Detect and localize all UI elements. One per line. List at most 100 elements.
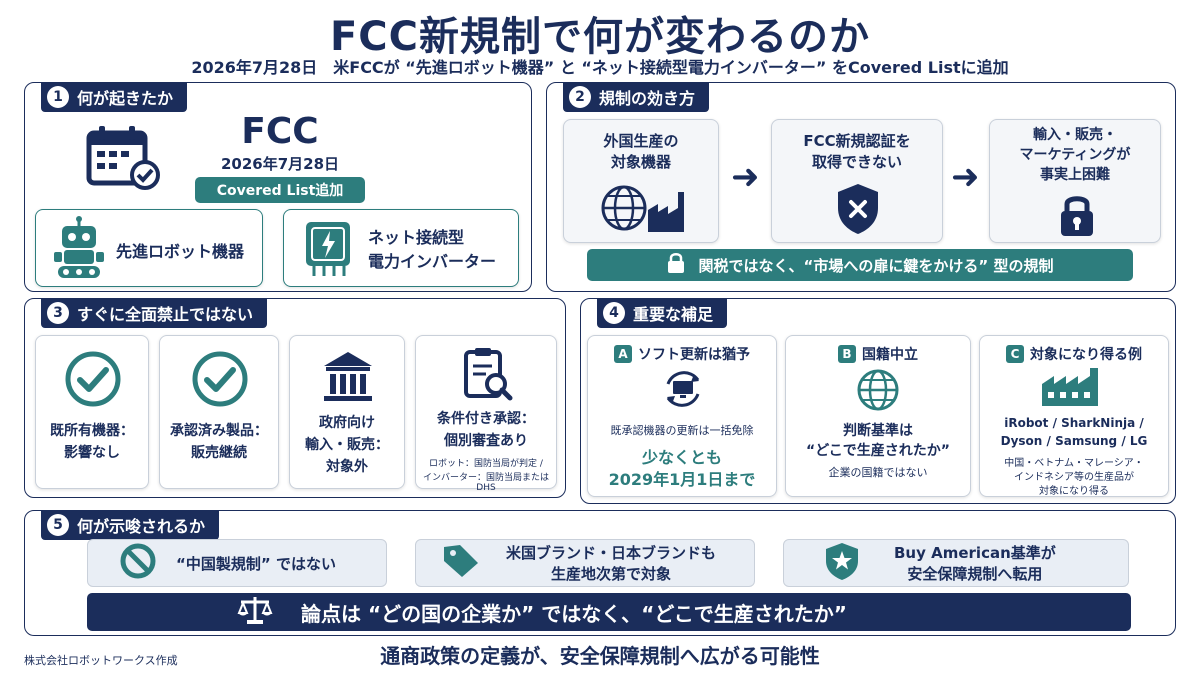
agency-name: FCC [241, 111, 319, 152]
box3-line1: 輸入・販売・ [1033, 127, 1117, 143]
section-number: 5 [47, 514, 69, 536]
event-date: 2026年7月28日 [220, 155, 340, 173]
nationality-neutral-card: B 国籍中立 判断基準は “どこで生産されたか” 企業の国籍ではない [785, 335, 971, 497]
card4-note1: ロボット：国防当局が判定 / [429, 459, 543, 469]
section-2-header: 2 規制の効き方 [563, 82, 710, 112]
no-certification-box: FCC新規認証を 取得できない [771, 119, 943, 243]
government-card: 政府向け 輸入・販売： 対象外 [289, 335, 405, 489]
owned-devices-card: 既所有機器： 影響なし [35, 335, 149, 489]
box1-line2: 対象機器 [610, 153, 671, 171]
government-building-icon [320, 348, 376, 408]
clipboard-search-icon [462, 346, 514, 406]
scale-icon [237, 595, 273, 630]
card-a-big-line2: 2029年1月1日まで [608, 470, 756, 489]
covered-list-badge: Covered List追加 [195, 177, 365, 203]
card-a-title-text: ソフト更新は猶予 [638, 347, 750, 363]
card4-note2: インバーター：国防当局またはDHS [422, 473, 549, 493]
inverter-icon [300, 218, 356, 284]
card-b-title-text: 国籍中立 [862, 347, 918, 363]
market-difficult-box: 輸入・販売・ マーケティングが 事実上困難 [989, 119, 1161, 243]
section-1-header: 1 何が起きたか [41, 82, 188, 112]
card3-line3: 対象外 [326, 459, 368, 475]
box1-line1: 外国生産の [603, 132, 679, 150]
author-credit: 株式会社ロボットワークス作成 [24, 654, 178, 667]
approved-products-card: 承認済み製品： 販売継続 [159, 335, 279, 489]
potential-targets-card: C 対象になり得る例 iRobot / SharkNinja / Dyson /… [979, 335, 1169, 497]
card-c-line4: インドネシア等の生産品が [1014, 472, 1134, 483]
conditional-approval-card: 条件付き承認： 個別審査あり ロボット：国防当局が判定 / インバーター：国防当… [415, 335, 557, 493]
arrow-right-icon: ➜ [951, 157, 980, 197]
letter-a-badge: A [614, 345, 632, 363]
globe-icon [856, 368, 900, 416]
point1-text: “中国製規制” ではない [176, 554, 336, 573]
card-a-big-line1: 少なくとも [641, 448, 722, 467]
software-update-card: A ソフト更新は猶予 既承認機器の更新は一括免除 少なくとも 2029年1月1日… [587, 335, 777, 497]
section-number: 3 [47, 302, 69, 324]
section-number: 4 [603, 302, 625, 324]
section-title: 重要な補足 [633, 305, 714, 324]
box3-line2: マーケティングが [1019, 147, 1131, 163]
lock-icon [667, 252, 685, 278]
section-number: 1 [47, 86, 69, 108]
card-c-title-text: 対象になり得る例 [1030, 347, 1142, 363]
prohibited-icon [120, 543, 156, 583]
card-b-line2: “どこで生産されたか” [806, 443, 950, 459]
point3-text: Buy American基準が 安全保障規制へ転用 [894, 542, 1056, 584]
section-4-panel: 4 重要な補足 A ソフト更新は猶予 既承認機器の更新は一括免除 少なくとも 2… [580, 298, 1176, 504]
factory-icon [1040, 366, 1108, 412]
card3-line2: 輸入・販売： [305, 437, 389, 453]
card2-line1: 承認済み製品： [170, 423, 268, 439]
check-circle-icon [191, 350, 249, 412]
brand-production-card: 米国ブランド・日本ブランドも 生産地次第で対象 [415, 539, 755, 587]
point2-line1: 米国ブランド・日本ブランドも [506, 544, 717, 562]
card-a-text: 既承認機器の更新は一括免除 [610, 424, 754, 437]
inverter-label-line2: 電力インバーター [368, 252, 497, 271]
card1-line1: 既所有機器： [50, 423, 134, 439]
card4-line1: 条件付き承認： [437, 411, 535, 427]
letter-c-badge: C [1006, 345, 1024, 363]
card-c-line5: 対象になり得る [1039, 486, 1109, 497]
card-c-line2: Dyson / Samsung / LG [1000, 434, 1148, 448]
section-number: 2 [569, 86, 591, 108]
section-title: 何が示唆されるか [77, 517, 206, 536]
robot-label: 先進ロボット機器 [116, 242, 245, 261]
section-3-panel: 3 すぐに全面禁止ではない 既所有機器： 影響なし 承認済み製品： 販売継続 政… [24, 298, 566, 498]
padlock-icon [1058, 192, 1096, 242]
key-point-banner: 論点は “どの国の企業か” ではなく、“どこで生産されたか” [87, 593, 1131, 631]
card-a-title: A ソフト更新は猶予 [588, 344, 776, 364]
not-china-only-card: “中国製規制” ではない [87, 539, 387, 587]
section-1-panel: 1 何が起きたか FCC 2026年7月28日 Covered List追加 [24, 82, 532, 292]
tag-icon [442, 543, 480, 583]
point3-line1: Buy American基準が [894, 544, 1056, 562]
inverter-card: ネット接続型 電力インバーター [283, 209, 519, 287]
card-b-title: B 国籍中立 [786, 344, 970, 364]
calendar-icon [83, 123, 163, 193]
shield-x-icon [834, 182, 882, 240]
section-3-header: 3 すぐに全面禁止ではない [41, 298, 268, 328]
box3-line3: 事実上困難 [1040, 167, 1110, 183]
globe-factory-icon [600, 182, 690, 238]
card-c-line1: iRobot / SharkNinja / [1004, 416, 1144, 430]
box2-line1: FCC新規認証を [803, 132, 911, 150]
robot-icon [50, 216, 108, 284]
card-c-title: C 対象になり得る例 [980, 344, 1168, 364]
card4-line2: 個別審査あり [444, 433, 528, 449]
card1-line2: 影響なし [64, 445, 120, 461]
section-5-header: 5 何が示唆されるか [41, 510, 220, 540]
letter-b-badge: B [838, 345, 856, 363]
card-b-line3: 企業の国籍ではない [828, 466, 928, 479]
regulation-banner: 関税ではなく、“市場への扉に鍵をかける” 型の規制 [587, 249, 1133, 281]
shield-star-icon [824, 541, 860, 585]
section-title: すぐに全面禁止ではない [77, 305, 254, 324]
buy-american-card: Buy American基準が 安全保障規制へ転用 [783, 539, 1129, 587]
robot-card: 先進ロボット機器 [35, 209, 263, 287]
foreign-product-box: 外国生産の 対象機器 [563, 119, 719, 243]
card-c-line3: 中国・ベトナム・マレーシア・ [1004, 458, 1144, 469]
check-circle-icon [64, 350, 122, 412]
point3-line2: 安全保障規制へ転用 [907, 565, 1043, 583]
section-title: 規制の効き方 [599, 89, 696, 108]
section-2-panel: 2 規制の効き方 外国生産の 対象機器 ➜ FCC新規認証を 取得できない ➜ [546, 82, 1176, 292]
card3-line1: 政府向け [319, 415, 375, 431]
conclusion-text: 通商政策の定義が、安全保障規制へ広がる可能性 [380, 644, 820, 668]
card2-line2: 販売継続 [191, 445, 247, 461]
